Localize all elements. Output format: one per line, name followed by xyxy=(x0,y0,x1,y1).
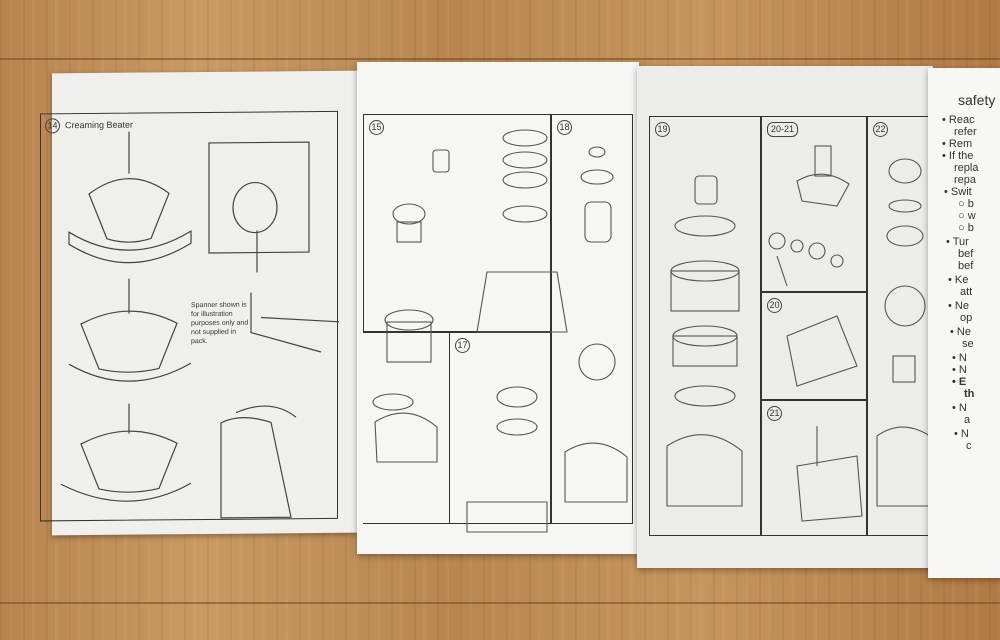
plank-seam xyxy=(0,58,1000,60)
panel-20-21: 20-21 xyxy=(761,116,867,292)
safety-line: • N xyxy=(952,352,967,364)
panel-19: 19 xyxy=(649,116,761,536)
food-processor-illustrations xyxy=(372,129,628,533)
step-number: 15 xyxy=(369,120,384,135)
juicer-mincer-illustrations xyxy=(666,145,933,522)
safety-line: ○ b xyxy=(958,198,974,210)
step-number: 17 xyxy=(455,338,470,353)
beater-illustrations xyxy=(60,131,339,519)
safety-line: • Ke xyxy=(948,274,969,286)
manual-page-juicer-mincer: 19 20-21 22 20 21 xyxy=(637,66,945,568)
panel-20: 20 xyxy=(761,292,867,400)
panel-18: 18 xyxy=(551,114,633,524)
safety-line: • N xyxy=(954,428,969,440)
safety-line: refer xyxy=(954,126,977,138)
safety-heading: safety xyxy=(958,92,996,108)
step-number: 19 xyxy=(655,122,670,137)
safety-line: • If the xyxy=(942,150,974,162)
safety-line: repla xyxy=(954,162,979,174)
step-number: 20 xyxy=(767,298,782,313)
step-number: 21 xyxy=(767,406,782,421)
safety-line: bef xyxy=(958,260,974,272)
safety-line: • E xyxy=(952,376,967,388)
manual-page-safety: safety • Reac refer • Rem • If the repla… xyxy=(928,68,1000,578)
safety-line: • N xyxy=(952,364,967,376)
safety-line: att xyxy=(960,286,973,298)
safety-line: • Ne xyxy=(950,326,971,338)
safety-line: • Tur xyxy=(946,236,969,248)
step-number: 22 xyxy=(873,122,888,137)
safety-line: • Ne xyxy=(948,300,969,312)
step-number: 18 xyxy=(557,120,572,135)
manual-page-food-processor: 15 18 17 xyxy=(357,62,639,554)
panel-21: 21 xyxy=(761,400,867,536)
safety-line: op xyxy=(960,312,973,324)
safety-line: a xyxy=(964,414,971,426)
safety-line: • N xyxy=(952,402,967,414)
safety-line: se xyxy=(962,338,974,350)
safety-line: • Swit xyxy=(944,186,972,198)
safety-line: repa xyxy=(954,174,977,186)
step-number: 20-21 xyxy=(767,122,799,137)
safety-line: ○ w xyxy=(958,210,976,222)
safety-line: • Rem xyxy=(942,138,973,150)
safety-line: • Reac xyxy=(942,114,975,126)
panel-15: 15 xyxy=(363,114,551,332)
safety-line: ○ b xyxy=(958,222,974,234)
safety-line: th xyxy=(964,388,975,400)
plank-seam xyxy=(0,602,1000,604)
safety-line: c xyxy=(966,440,972,452)
manual-page-creaming-beater: 14 Creaming Beater Spanner shown is for … xyxy=(40,70,358,536)
panel-14: 14 Creaming Beater Spanner shown is for … xyxy=(40,110,339,522)
safety-line: bef xyxy=(958,248,974,260)
